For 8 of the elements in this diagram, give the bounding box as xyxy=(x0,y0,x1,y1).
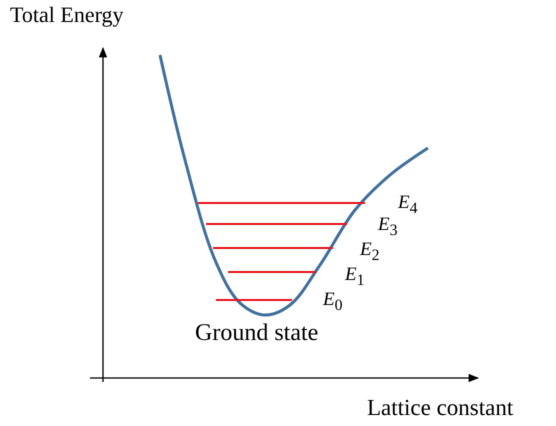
level-label: E$_{4}$ xyxy=(398,193,418,217)
level-label: E$_{2}$ xyxy=(360,240,380,264)
level-label: E$_{3}$ xyxy=(378,215,398,239)
level-label: E$_{0}$ xyxy=(323,290,343,314)
state-label: Ground state xyxy=(195,321,318,345)
axis-title: Lattice constant xyxy=(367,396,514,419)
level-label: E$_{1}$ xyxy=(345,265,365,289)
axis-title: Total Energy xyxy=(10,4,124,26)
